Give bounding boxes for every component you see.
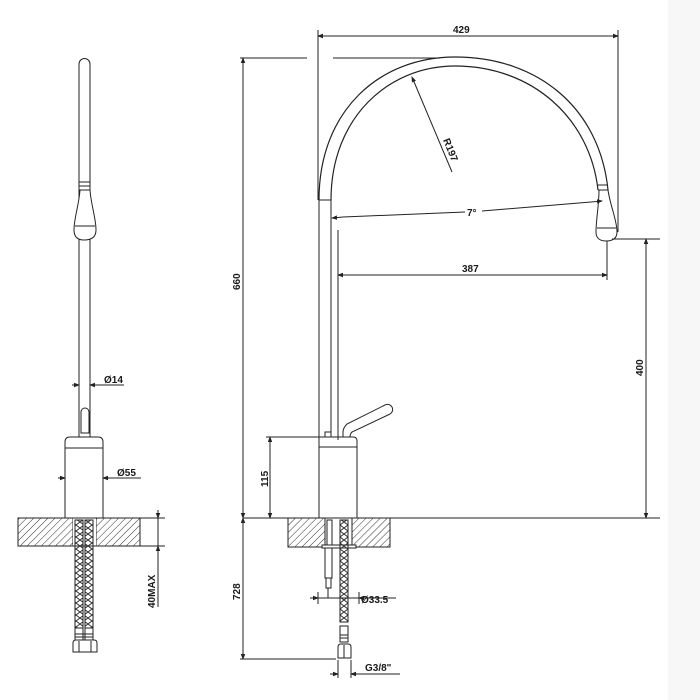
dim-body-height: 115 [260, 470, 271, 487]
spout-arc-inner [330, 65, 599, 201]
dim-body-diameter: Ø55 [117, 468, 136, 479]
dim-outlet-reach: 387 [462, 264, 479, 275]
dim-shank-diameter: Ø33.5 [361, 595, 389, 606]
mixer-body-front [318, 436, 358, 519]
dim-pipe-diameter: Ø14 [104, 375, 123, 386]
margin-strip [668, 0, 700, 700]
lever-side [80, 407, 90, 434]
dim-hose-length: 728 [232, 583, 243, 600]
aerator-front [595, 189, 618, 242]
spout-pipe-top [78, 58, 91, 240]
front-view: 429 R197 7° 387 400 660 1 [232, 25, 660, 678]
side-view: Ø14 Ø55 40MAX [17, 58, 165, 653]
aerator-side [73, 189, 97, 241]
spout-arc-outer [318, 56, 609, 201]
dim-overall-height: 660 [232, 273, 243, 290]
mixer-body-side [64, 436, 104, 519]
dim-spout-angle: 7° [467, 208, 477, 219]
dim-countertop-max: 40MAX [147, 574, 158, 608]
dim-connection-thread: G3/8" [365, 663, 392, 674]
dim-total-reach: 429 [453, 25, 470, 36]
hose-nut-side [72, 639, 98, 653]
dim-outlet-height: 400 [635, 359, 646, 376]
lever-front [342, 403, 394, 438]
